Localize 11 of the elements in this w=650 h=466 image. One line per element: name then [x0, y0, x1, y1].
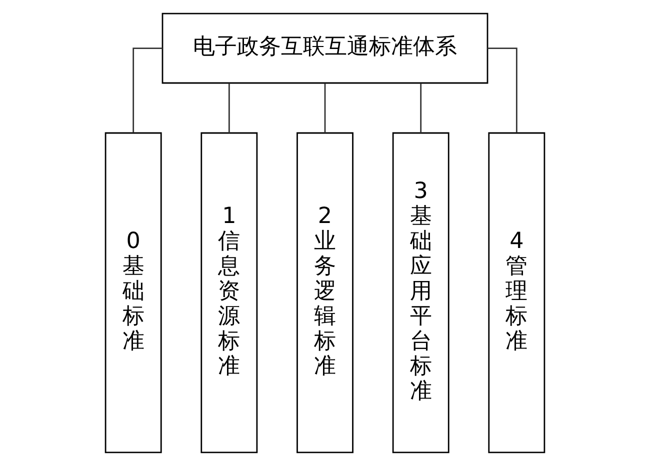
- connector: [132, 48, 162, 132]
- node-box: 4 管理标准: [488, 132, 546, 454]
- connector: [420, 83, 422, 133]
- node-box: 0 基础标准: [104, 132, 162, 454]
- connector: [228, 83, 230, 133]
- node-box: 电子政务互联互通标准体系: [162, 12, 488, 84]
- node-box: 2 业务逻辑标准: [296, 132, 354, 454]
- node-box: 3 基础应用平台标准: [392, 132, 450, 454]
- connector: [488, 48, 518, 132]
- node-box: 1 信息资源标准: [200, 132, 258, 454]
- connector: [324, 83, 326, 133]
